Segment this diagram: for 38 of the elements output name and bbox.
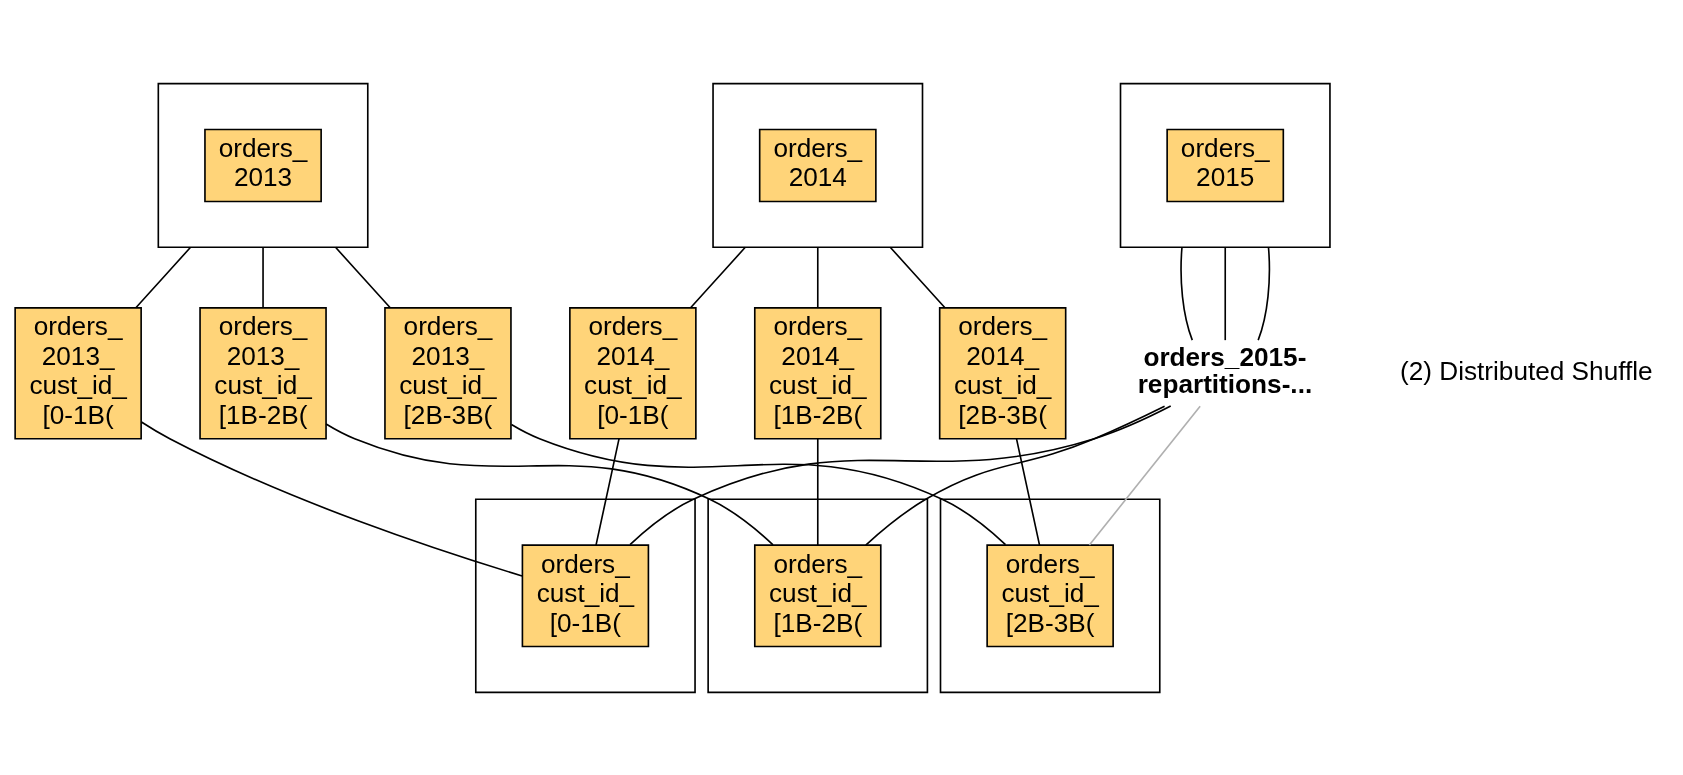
connector — [1015, 437, 1041, 546]
connector — [325, 422, 774, 546]
node-box: orders_ 2014 — [758, 128, 877, 202]
cluster — [157, 82, 369, 248]
connector — [334, 245, 392, 309]
connector — [816, 437, 819, 546]
node-box: orders_ cust_id_ [1B-2B( — [753, 543, 882, 647]
node-box: orders_ 2014_ cust_id_ [0-1B( — [569, 306, 697, 440]
connector — [135, 245, 192, 309]
node-box: orders_ 2013 — [204, 128, 322, 202]
connector — [1180, 245, 1194, 341]
node-text: orders_2015- repartitions-... — [1137, 341, 1313, 399]
cluster — [1119, 82, 1331, 248]
connector — [816, 245, 819, 309]
node-box: orders_ 2015 — [1166, 128, 1285, 202]
node-box: orders_ 2014_ cust_id_ [1B-2B( — [753, 306, 882, 440]
connector — [1224, 245, 1227, 341]
node-box: orders_ cust_id_ [2B-3B( — [986, 543, 1114, 647]
connector — [864, 404, 1166, 546]
connector — [689, 245, 747, 309]
node-box: orders_ 2013_ cust_id_ [0-1B( — [14, 306, 142, 440]
connector — [1257, 245, 1271, 341]
connector — [140, 420, 523, 577]
cluster — [939, 497, 1161, 693]
node-box: orders_ 2013_ cust_id_ [1B-2B( — [199, 306, 327, 440]
connector — [510, 423, 1007, 545]
node-box: orders_ 2013_ cust_id_ [2B-3B( — [384, 306, 512, 440]
node-box: orders_ cust_id_ [0-1B( — [521, 543, 650, 647]
cluster — [707, 497, 929, 693]
connector — [595, 437, 620, 546]
label: (2) Distributed Shuffle — [1400, 354, 1653, 385]
cluster — [712, 82, 924, 248]
cluster — [474, 497, 696, 693]
connector — [629, 404, 1172, 545]
connector — [889, 245, 946, 309]
node-box: orders_ 2014_ cust_id_ [2B-3B( — [938, 306, 1067, 440]
connector — [262, 245, 264, 309]
connector — [1088, 405, 1201, 546]
